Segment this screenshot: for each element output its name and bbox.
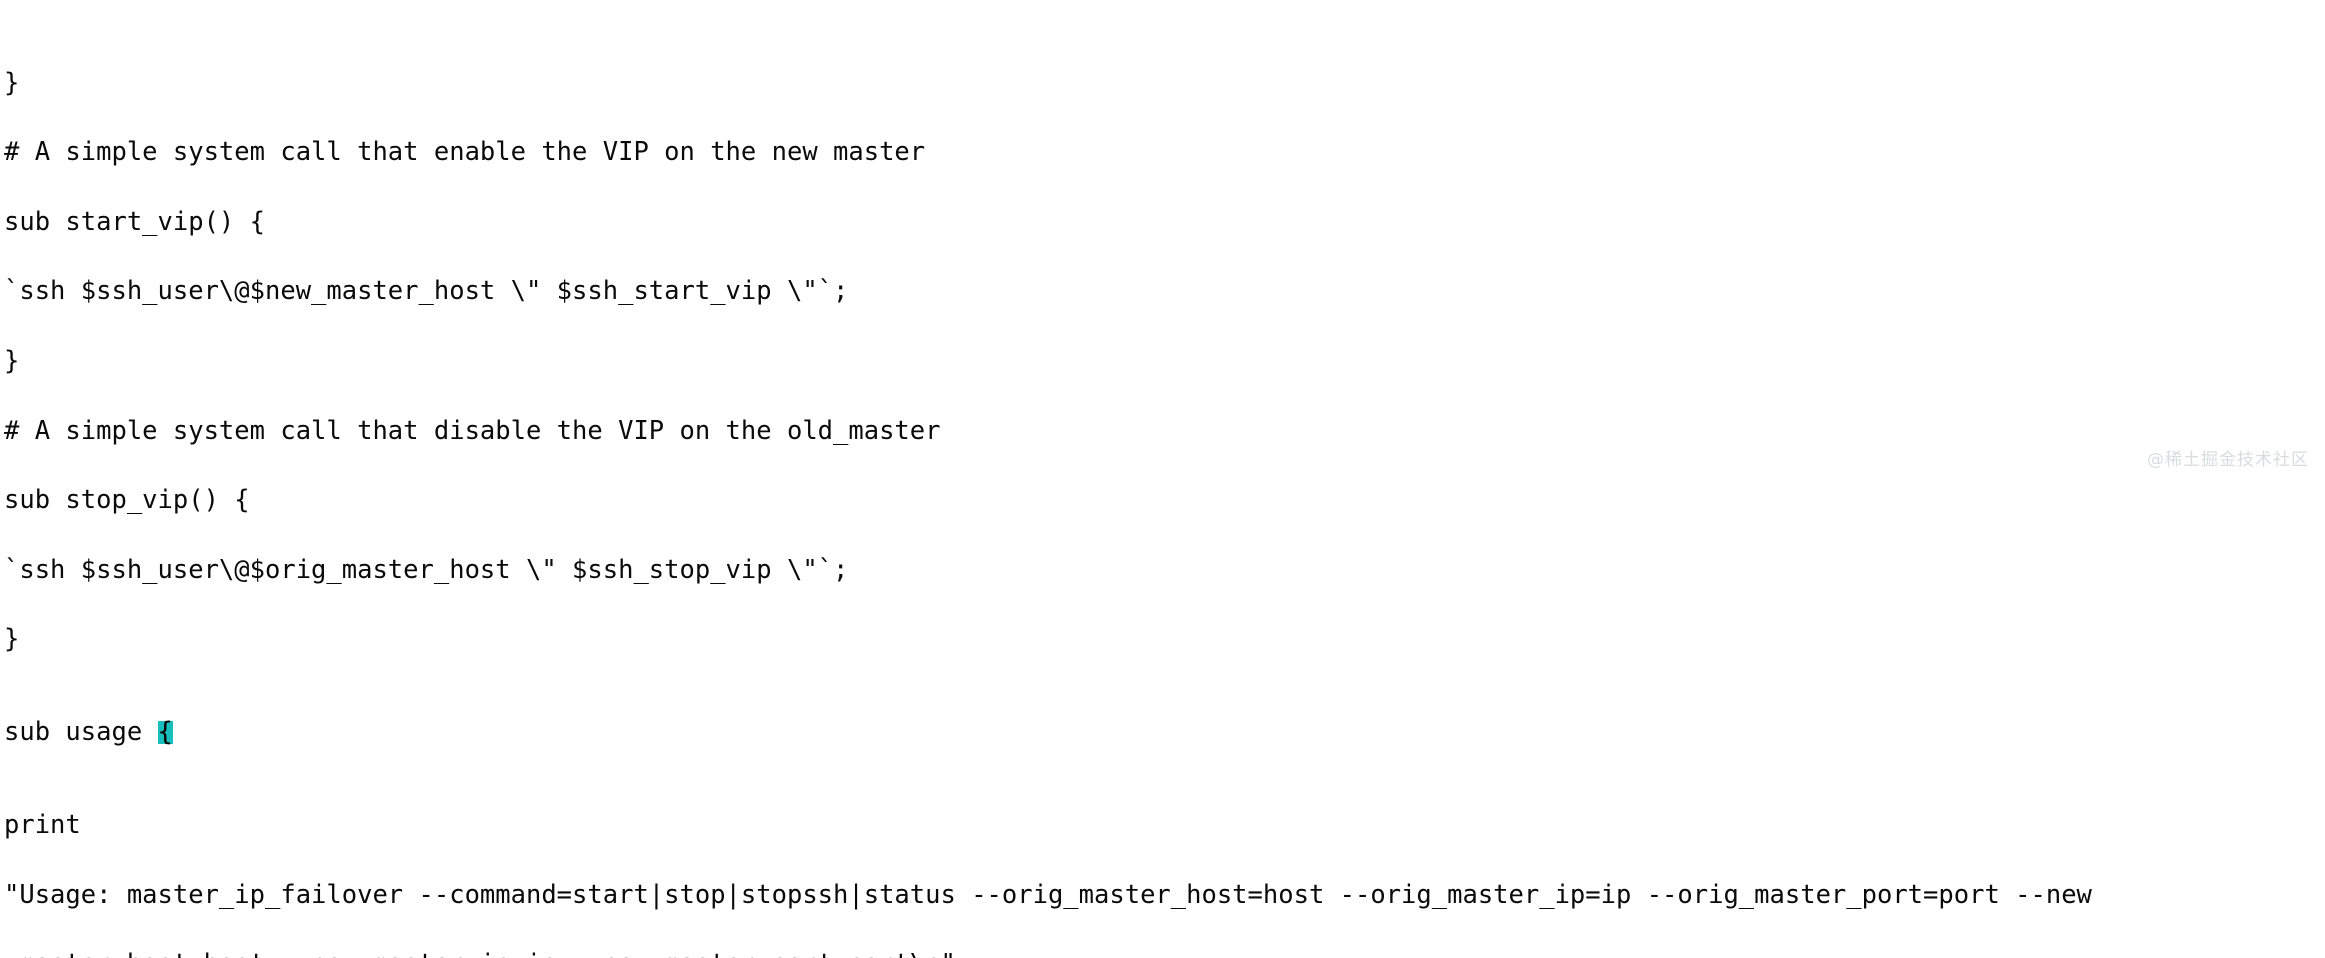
code-line: } bbox=[4, 624, 20, 655]
code-line-sub-usage: sub usage { bbox=[4, 717, 2325, 748]
code-line-comment: # A simple system call that enable the V… bbox=[4, 137, 926, 168]
code-line-usage-wrapped-2: _master_host=host --new_master_ip=ip --n… bbox=[4, 951, 2325, 958]
code-line: print bbox=[4, 809, 81, 840]
terminal-window: } # A simple system call that enable the… bbox=[4, 69, 2309, 958]
watermark: @稀土掘金技术社区 bbox=[2147, 450, 2309, 470]
code-line: `ssh $ssh_user\@$new_master_host \" $ssh… bbox=[4, 276, 849, 307]
cursor-highlight-brace: { bbox=[157, 717, 173, 748]
code-line: } bbox=[4, 345, 20, 376]
code-line-usage-wrapped-1: "Usage: master_ip_failover --command=sta… bbox=[4, 879, 2092, 910]
code-line: `ssh $ssh_user\@$orig_master_host \" $ss… bbox=[4, 554, 849, 585]
code-line: sub stop_vip() { bbox=[4, 485, 250, 516]
code-line-comment: # A simple system call that disable the … bbox=[4, 415, 941, 446]
code-text-area[interactable]: } # A simple system call that enable the… bbox=[4, 2, 2325, 958]
code-line-text: sub usage bbox=[4, 717, 158, 748]
code-line: } bbox=[4, 67, 20, 98]
code-line: sub start_vip() { bbox=[4, 206, 265, 237]
